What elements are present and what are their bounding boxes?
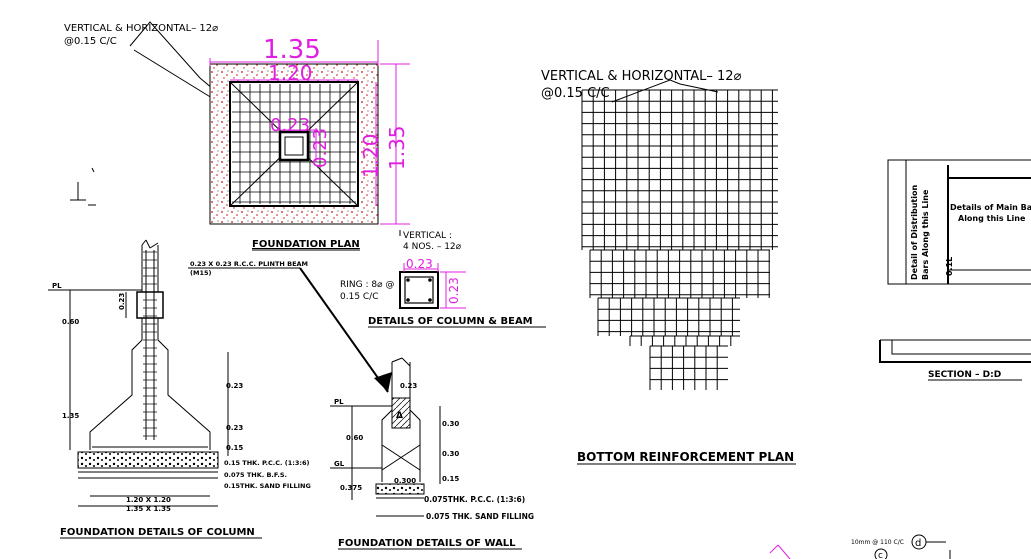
rs-dist-bars-1: Detail of Distribution [910,185,919,280]
bp-title: BOTTOM REINFORCEMENT PLAN [577,450,794,464]
cd-pcc-layer [77,451,219,469]
rs-note: 10mm @ 110 C/C [851,539,904,546]
rs-tag-c: c [878,551,883,559]
fp-rebar-grid [232,84,356,204]
cb-ring-label: RING : 8⌀ @ [340,280,394,290]
wd-d023: 0.23 [400,382,417,390]
wd-d060: 0.60 [346,434,363,442]
wd-pl: PL [334,398,344,406]
cd-d135: 1.35 [62,412,79,420]
right-section-details: Detail of Distribution Bars Along this L… [769,159,1031,559]
cb-title: DETAILS OF COLUMN & BEAM [368,316,533,327]
cd-plinth-beam-box [136,291,164,319]
cd-base2: 1.35 X 1.35 [126,505,171,513]
bp-callout-spacing: @0.15 C/C [541,86,610,101]
wd-gl: GL [334,460,345,468]
cd-plinth-beam: 0.23 X 0.23 R.C.C. PLINTH BEAM [190,260,308,268]
cb-vertical-label: VERTICAL : [403,231,452,241]
cd-layer1: 0.15 THK. P.C.C. (1:3:6) [224,459,309,467]
svg-text:Δ: Δ [396,411,403,421]
bp-rebar-grid [581,89,778,390]
cd-layer2: 0.075 THK. B.F.S. [224,471,287,479]
wd-layer2: 0.075 THK. SAND FILLING [426,512,534,521]
fp-dim-col-b: 0.23 [310,128,331,168]
fp-callout: VERTICAL & HORIZONTAL– 12⌀ [64,23,218,34]
wd-d030a: 0.30 [442,420,459,428]
fp-callout-spacing: @0.15 C/C [64,36,117,47]
cd-r3: 0.15 [226,444,243,452]
fp-dim-inner-height: 1.20 [359,133,383,178]
cd-pl: PL [52,282,62,290]
cd-title: FOUNDATION DETAILS OF COLUMN [60,527,255,538]
wd-d0300: 0.300 [394,477,416,485]
wd-d0375: 0.375 [340,484,362,492]
rs-title: SECTION – D:D [928,370,1001,380]
cd-r2: 0.23 [226,424,243,432]
cd-d023: 0.23 [118,293,126,310]
cb-ring-spacing: 0.15 C/C [340,292,379,302]
wd-d030b: 0.30 [442,450,459,458]
rs-dim: 0.1L [945,257,954,276]
cd-r1: 0.23 [226,382,243,390]
cd-plinth-grade: (M15) [190,269,211,277]
bottom-reinforcement-plan: VERTICAL & HORIZONTAL– 12⌀ @0.15 C/C BOT… [541,69,796,465]
rs-main-bars-2: Along this Line [958,214,1026,223]
wd-title: FOUNDATION DETAILS OF WALL [338,538,516,549]
fp-dim-outer-width: 1.35 [263,35,321,65]
cd-d060: 0.60 [62,318,79,326]
rs-main-bars-1: Details of Main Bars [950,203,1031,212]
wd-layer1: 0.075THK. P.C.C. (1:3:6) [424,495,525,504]
fp-dim-outer-height: 1.35 [385,125,409,170]
wd-plinth-beam [391,397,411,429]
wall-foundation-details: Δ PL GL 0.60 0.375 0.23 0.30 0.30 0.15 0… [330,357,534,550]
wd-d015: 0.15 [442,475,459,483]
fp-column [278,130,310,162]
cd-layer3: 0.15THK. SAND FILLING [224,482,311,490]
cb-dim-h: 0.23 [447,277,461,304]
bp-callout: VERTICAL & HORIZONTAL– 12⌀ [541,69,742,84]
column-foundation-details: 0.23 X 0.23 R.C.C. PLINTH BEAM (M15) PL … [48,239,392,539]
cd-base1: 1.20 X 1.20 [126,496,171,504]
fp-dim-col-a: 0.23 [270,115,310,136]
fp-title: FOUNDATION PLAN [252,239,360,250]
fp-dim-inner-width: 1.20 [268,61,313,85]
cb-column-section [399,271,439,309]
cb-dim-w: 0.23 [406,257,433,271]
cb-vertical-bars: 4 NOS. – 12⌀ [403,242,462,252]
foundation-plan: VERTICAL & HORIZONTAL– 12⌀ @0.15 C/C 1.3… [64,21,410,251]
rs-dist-bars-2: Bars Along this Line [921,189,930,280]
cd-leader-arrow [299,267,389,393]
column-beam-details: VERTICAL : 4 NOS. – 12⌀ RING : 8⌀ @ 0.15… [340,230,546,328]
rs-tag-d: d [915,538,921,549]
